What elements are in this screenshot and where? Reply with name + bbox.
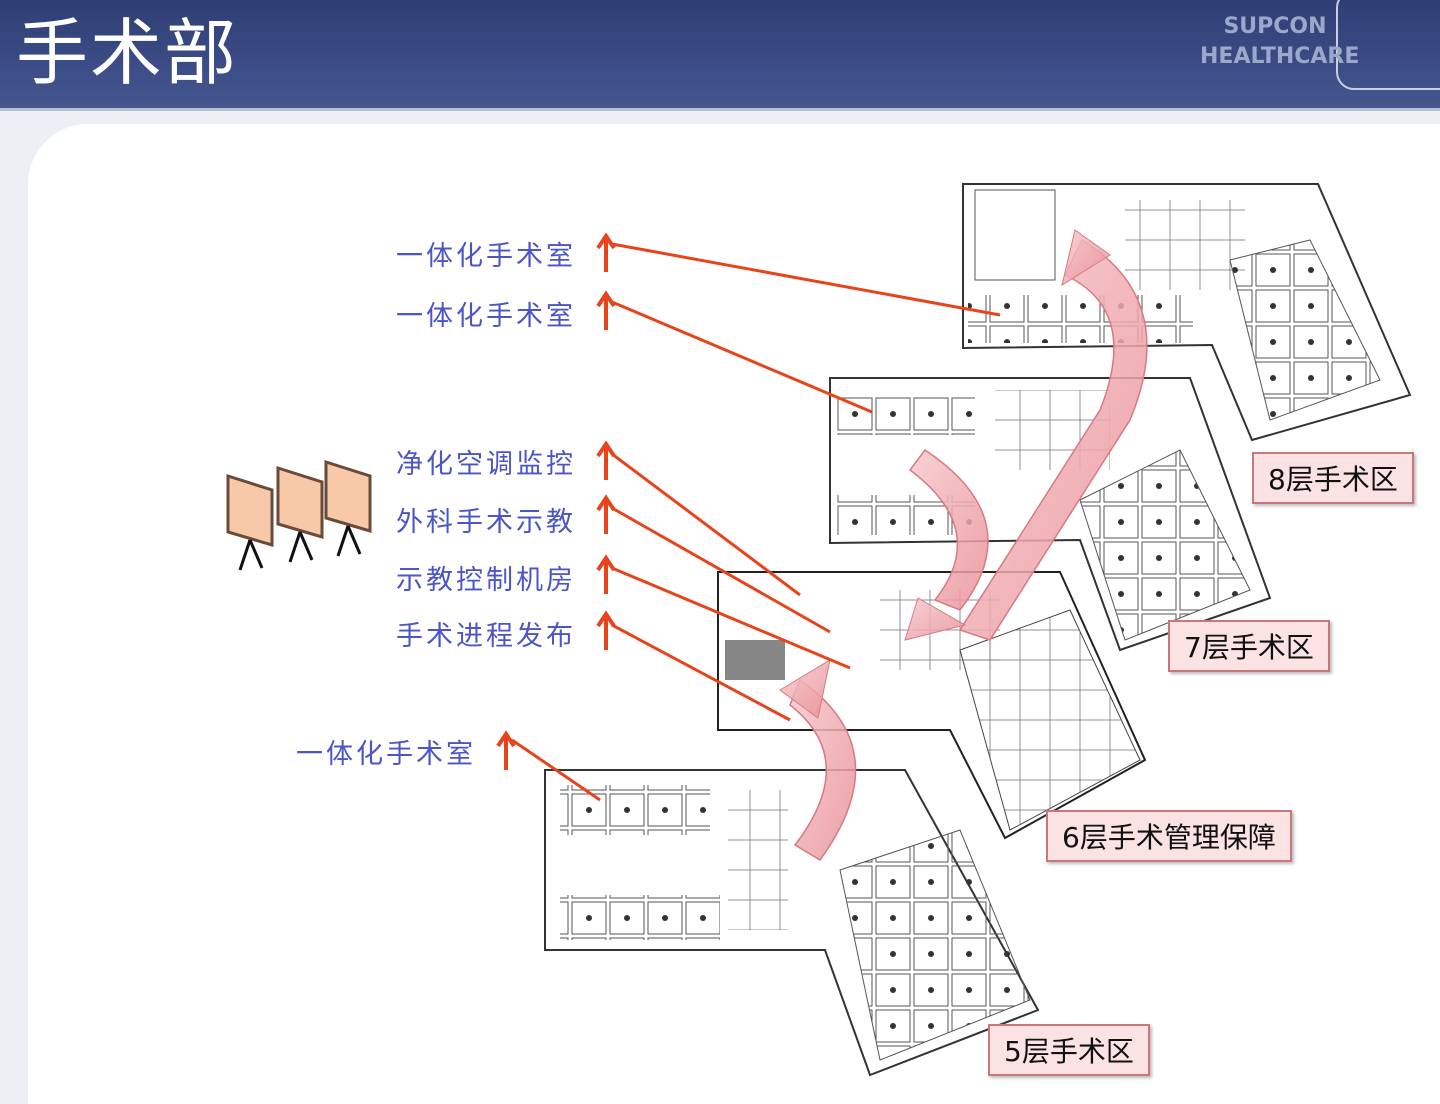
brand-line-1: SUPCON [1223, 14, 1327, 39]
floor-plan-6 [717, 571, 1147, 840]
label-integrated-or-3: 一体化手术室 [296, 739, 476, 770]
floor-label-7: 7层手术区 [1168, 620, 1330, 672]
projector-screen-icon [226, 459, 372, 571]
connector-lines [511, 242, 1001, 802]
brand-frame [1336, 0, 1440, 90]
floor-label-5: 5层手术区 [988, 1024, 1150, 1076]
header-bar: 手术部 SUPCON HEALTHCARE [0, 0, 1440, 111]
flow-arrows [779, 229, 1148, 861]
label-integrated-or-2: 一体化手术室 [396, 301, 576, 332]
label-hvac-monitoring: 净化空调监控 [396, 449, 576, 480]
label-surgery-teaching: 外科手术示教 [396, 507, 576, 538]
floor-plan-5 [544, 769, 1040, 1077]
page-title: 手术部 [16, 11, 239, 95]
diagram-canvas [226, 183, 1412, 1077]
label-surgery-progress: 手术进程发布 [396, 621, 576, 652]
floor-label-6: 6层手术管理保障 [1046, 810, 1292, 862]
arrow-up-icon [496, 232, 616, 770]
brand-logo: SUPCON HEALTHCARE [1200, 12, 1360, 72]
brand-line-2: HEALTHCARE [1200, 44, 1360, 69]
floor-label-8: 8层手术区 [1252, 452, 1414, 504]
label-integrated-or-1: 一体化手术室 [396, 241, 576, 272]
label-teaching-control-room: 示教控制机房 [396, 565, 576, 596]
